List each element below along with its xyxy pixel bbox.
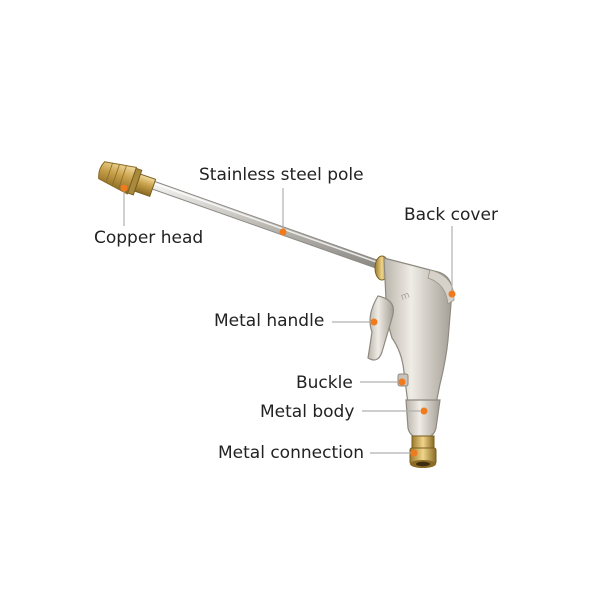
label-metal-connection: Metal connection bbox=[218, 443, 365, 463]
label-stainless-steel-pole: Stainless steel pole bbox=[199, 165, 364, 185]
leader-lines bbox=[123, 188, 453, 454]
label-metal-handle: Metal handle bbox=[214, 311, 325, 331]
label-metal-body: Metal body bbox=[260, 402, 355, 422]
stainless-steel-pole bbox=[145, 179, 387, 271]
label-copper-head: Copper head bbox=[94, 228, 204, 248]
marker-buckle bbox=[398, 378, 406, 386]
gun-body: m bbox=[367, 255, 455, 468]
marker-stainless-pole bbox=[279, 228, 287, 236]
svg-text:m: m bbox=[400, 290, 412, 302]
marker-metal-handle bbox=[370, 318, 378, 326]
marker-metal-body bbox=[420, 407, 428, 415]
marker-copper-head bbox=[120, 184, 128, 192]
copper-head bbox=[98, 161, 157, 197]
marker-back-cover bbox=[448, 290, 456, 298]
marker-metal-connection bbox=[410, 449, 418, 457]
label-buckle: Buckle bbox=[296, 373, 353, 393]
label-back-cover: Back cover bbox=[404, 205, 498, 225]
marker-dots bbox=[120, 184, 456, 457]
